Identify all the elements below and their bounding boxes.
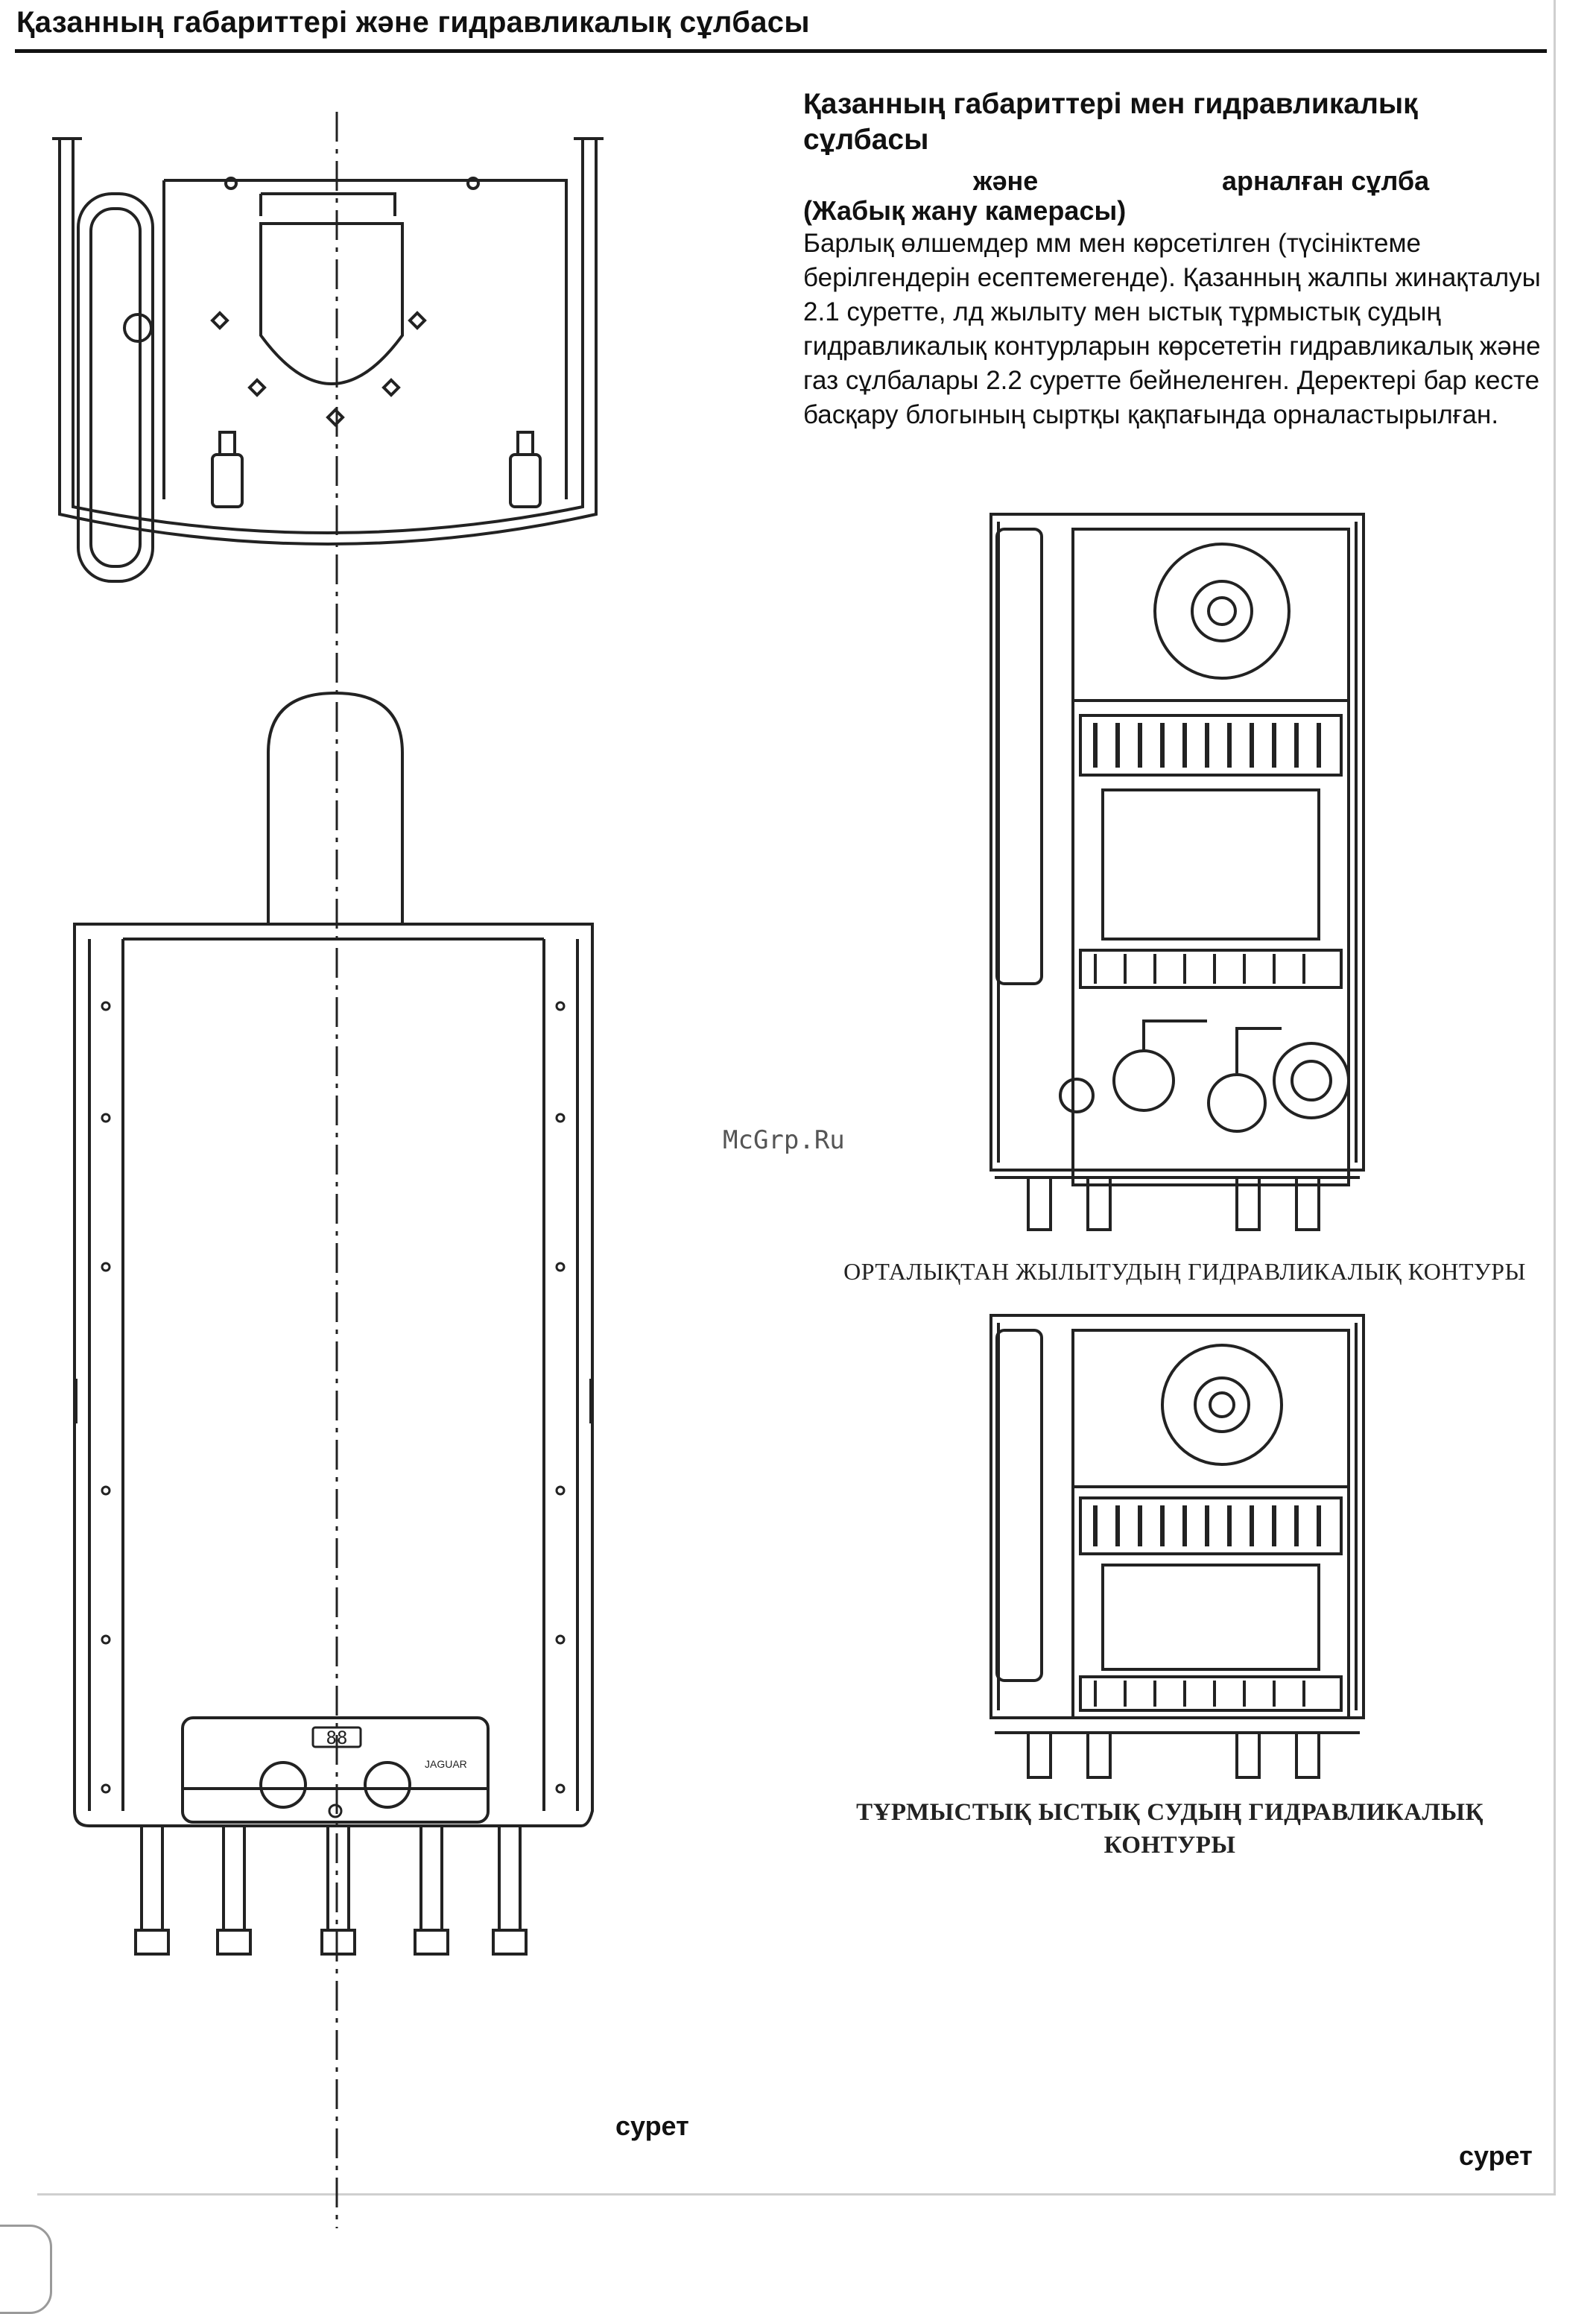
section-paragraph: Барлық өлшемдер мм мен көрсетілген (түсі…: [803, 229, 1541, 429]
section-line-chamber: (Жабық жану камерасы): [803, 195, 1127, 226]
section-title: Қазанның габариттері мен гидравликалық с…: [803, 88, 1418, 156]
boiler-control-panel: [181, 1716, 490, 1824]
boiler-bottom-connections: [134, 1824, 528, 1956]
heating-circuit-caption: ОРТАЛЫҚТАН ЖЫЛЫТУДЫҢ ГИДРАВЛИКАЛЫҚ КОНТУ…: [843, 1258, 1526, 1285]
figure-label-right: сурет: [1459, 2140, 1533, 2171]
page-header-title: Қазанның габариттері және гидравликалық …: [16, 6, 810, 39]
header-rule: [15, 49, 1547, 53]
figure-label-left: сурет: [615, 2111, 689, 2141]
page-frame-right: [1554, 0, 1556, 2195]
section-line-and: және: [973, 165, 1039, 196]
page-number-tab: [0, 2225, 52, 2314]
page-frame-bottom: [37, 2193, 1556, 2196]
boiler-display-digits: 88: [326, 1727, 348, 1748]
dhw-circuit-diagram: [989, 1314, 1365, 1719]
dhw-circuit-diagram-lower: [995, 1731, 1360, 1779]
dhw-circuit-caption: ТҰРМЫСТЫҚ ЫСТЫҚ СУДЫҢ ГИДРАВЛИКАЛЫҚ КОНТ…: [856, 1799, 1483, 1859]
section-line-purpose: арналған сұлба: [1222, 165, 1430, 196]
watermark-text: McGrp.Ru: [723, 1125, 845, 1155]
boiler-flue-dome: [267, 691, 404, 924]
heating-circuit-diagram: [989, 513, 1365, 1231]
boiler-front-view: [73, 923, 594, 1827]
boiler-brand-label: JAGUAR: [425, 1758, 467, 1770]
boiler-dimensions-drawing: 88 JAGUAR: [52, 112, 604, 2228]
boiler-top-view: [52, 137, 604, 583]
